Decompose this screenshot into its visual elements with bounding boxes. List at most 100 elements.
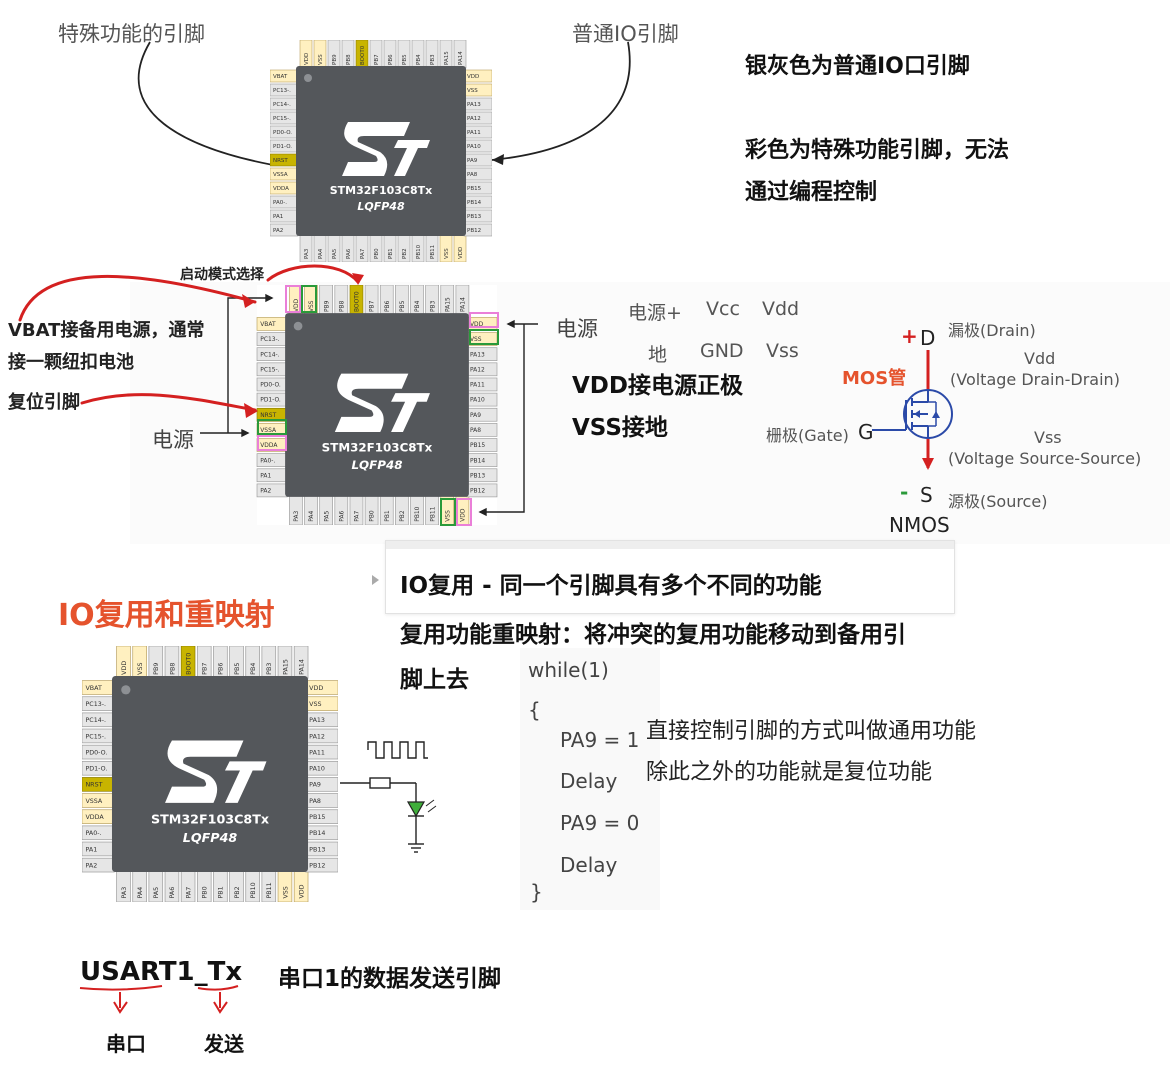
chip-pin-label: PB1: [388, 248, 394, 259]
mos-gate-label: 栅极(Gate): [766, 426, 849, 445]
chip-part-name: STM32F103C8Tx: [151, 812, 269, 827]
chip-pin-label: PB9: [323, 300, 330, 312]
highlight-vss-right: [469, 329, 499, 345]
chip-pin-label: VDD: [298, 884, 305, 898]
highlight-vssa-left: [257, 419, 287, 435]
chip-pin-label: PB15: [470, 442, 485, 449]
chip-pin-label: PA4: [137, 887, 144, 899]
chip-pin-label: PB5: [402, 54, 408, 65]
chip-pin-label: VDD: [121, 661, 128, 675]
chip-pin-label: PA4: [308, 510, 315, 521]
chip-pin-label: NRST: [260, 412, 276, 419]
mos-drain-label: 漏极(Drain): [948, 321, 1036, 340]
boot-mode-label: 启动模式选择: [180, 267, 264, 283]
st-logo-icon: [342, 122, 430, 176]
usart-sep: _: [194, 957, 208, 987]
chip-pin-label: PB0: [374, 248, 380, 259]
chip-pin-label: PC13-.: [273, 88, 291, 94]
reset-note: 复位引脚: [8, 392, 80, 413]
chip-pin-label: PA3: [293, 510, 300, 521]
chip-pin-label: PB11: [266, 882, 273, 898]
chip-pin-label: PB3: [429, 300, 436, 312]
usart-part2: Tx: [207, 957, 243, 987]
mos-drain-letter: D: [920, 326, 936, 350]
mos-type: NMOS: [889, 513, 950, 537]
chip-pin-label: PC14-.: [273, 102, 291, 108]
mos-title: MOS管: [842, 368, 907, 389]
chip-pin-label: PB6: [384, 300, 391, 312]
chip-pin-label: PA8: [470, 427, 481, 434]
remap-note-2: 脚上去: [400, 667, 469, 693]
chip-pin-label: PB10: [250, 882, 257, 898]
mos-plus: +: [901, 324, 918, 348]
mos-source-label: 源极(Source): [948, 492, 1048, 511]
mux-box-grip[interactable]: [386, 541, 954, 549]
chip-pin-label: VDDA: [85, 814, 104, 821]
pin1-dot: [293, 321, 303, 331]
pin1-dot: [121, 685, 131, 695]
chip-pin-label: PA10: [309, 766, 325, 773]
code-line-close: }: [530, 880, 543, 904]
chip-pin-label: PA15: [444, 297, 451, 312]
chip-pin-label: PB11: [430, 245, 436, 259]
chip-pin-label: PA4: [318, 248, 324, 259]
chip-pin-label: VSS: [444, 248, 450, 259]
chip-pin-label: PB5: [399, 300, 406, 312]
chip-pin-label: PA6: [346, 248, 352, 259]
gpio-note-1: 直接控制引脚的方式叫做通用功能: [646, 719, 977, 744]
mos-gate-letter: G: [858, 420, 874, 444]
io-section-heading: IO复用和重映射: [58, 598, 275, 633]
chip-pin-label: NRST: [273, 158, 288, 164]
power-label-right: 电源: [556, 317, 598, 341]
chip-pin-label: VBAT: [85, 685, 102, 692]
chip-package: LQFP48: [357, 200, 405, 213]
chip-pin-label: VSS: [309, 701, 321, 708]
chip-pin-label: PD1-O.: [85, 766, 107, 773]
chip-pin-label: PA1: [273, 214, 283, 220]
note-color-pins-1: 彩色为特殊功能引脚，无法: [745, 138, 1010, 163]
chip-pin-label: PB10: [414, 506, 421, 521]
chip-pin-label: PA5: [153, 887, 160, 899]
usart-sub1: 串口: [106, 1032, 146, 1056]
mos-vss: Vss: [1034, 428, 1062, 447]
chip-body: [296, 66, 466, 236]
chip-pin-label: PB4: [416, 54, 422, 65]
chip-pin-label: VDD: [293, 298, 300, 312]
chip-pin-label: PB0: [369, 510, 376, 522]
chip-pin-label: PA1: [260, 472, 271, 479]
table-r1c2: Vcc: [706, 298, 740, 320]
chip-pin-label: PB11: [429, 506, 436, 521]
red-arrow-boot: [266, 264, 360, 284]
chip-pin-label: VSS: [282, 886, 289, 898]
chip-pin-label: PA2: [260, 488, 271, 495]
table-r2c3: Vss: [766, 340, 799, 362]
mos-vdd: Vdd: [1024, 349, 1056, 368]
chip-pin-label: PB7: [374, 54, 380, 65]
chip-pin-label: VSSA: [85, 798, 102, 805]
label-special-pins: 特殊功能的引脚: [58, 22, 205, 46]
chip-pin-label: PB3: [430, 54, 436, 65]
chip-pin-label: BOOT0: [185, 653, 192, 675]
chip-pin-label: VSS: [308, 300, 315, 312]
chip-body: [285, 313, 469, 497]
chip-pin-label: VSS: [444, 510, 451, 522]
mos-vss-desc: (Voltage Source-Source): [948, 449, 1142, 468]
mux-note-box: [372, 540, 955, 614]
code-line-while: while(1): [528, 658, 609, 682]
chip-pin-label: PA12: [309, 733, 325, 740]
chip-pin-label: PC15-.: [85, 733, 106, 740]
chip-pin-label: PB10: [416, 244, 422, 259]
chip-part-name: STM32F103C8Tx: [322, 440, 433, 454]
mos-symbol: [872, 350, 953, 470]
mos-vdd-desc: (Voltage Drain-Drain): [950, 370, 1120, 389]
note-color-pins-2: 通过编程控制: [745, 180, 878, 205]
pin1-dot: [304, 74, 312, 82]
chip-pin-label: PC15-.: [273, 116, 291, 122]
remap-note-1: 复用功能重映射：将冲突的复用功能移动到备用引: [400, 622, 906, 648]
code-line-delay-2: Delay: [560, 853, 618, 877]
highlight-vdd-bottom: [456, 498, 472, 526]
